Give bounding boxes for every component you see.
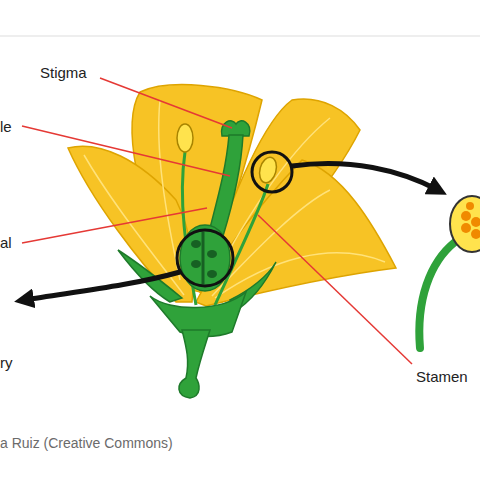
pollen-grain <box>461 211 471 221</box>
zoom-arrow <box>24 272 180 300</box>
filament <box>419 242 455 348</box>
frame-line <box>0 36 480 37</box>
leader-line <box>100 78 232 128</box>
pistil <box>180 121 250 291</box>
ovule <box>191 260 201 268</box>
zoom-arrow <box>292 163 438 190</box>
ovule <box>207 270 217 278</box>
anther <box>450 196 480 252</box>
part-label: al <box>0 234 12 252</box>
leader-line <box>22 126 230 176</box>
stigma-shape <box>222 121 250 136</box>
anther <box>257 155 279 184</box>
ovary-core <box>202 232 205 284</box>
ovule <box>191 240 201 248</box>
part-label: ry <box>0 354 13 372</box>
petals <box>68 85 396 306</box>
leader-line <box>258 215 412 364</box>
zoom-circle <box>252 152 292 192</box>
credit-caption: a Ruiz (Creative Commons) <box>0 434 173 452</box>
petal-vein <box>215 253 385 298</box>
pollen-grain <box>461 223 471 233</box>
leader-lines <box>22 78 412 364</box>
pollen-grain <box>471 217 480 227</box>
stamen-closeup <box>419 196 480 348</box>
stem <box>179 330 210 398</box>
leader-line <box>22 208 207 243</box>
pollen-grain <box>466 202 474 210</box>
stamens <box>177 124 279 305</box>
pollen-grain <box>471 229 480 239</box>
part-label: Stigma <box>40 64 87 82</box>
anther <box>177 124 193 152</box>
petal-veins <box>84 100 385 298</box>
part-label: Stamen <box>416 368 468 386</box>
part-label: le <box>0 118 12 136</box>
petal <box>68 146 193 302</box>
style-shape <box>209 135 243 236</box>
zoom-circle <box>177 230 233 286</box>
ovule <box>207 250 217 258</box>
